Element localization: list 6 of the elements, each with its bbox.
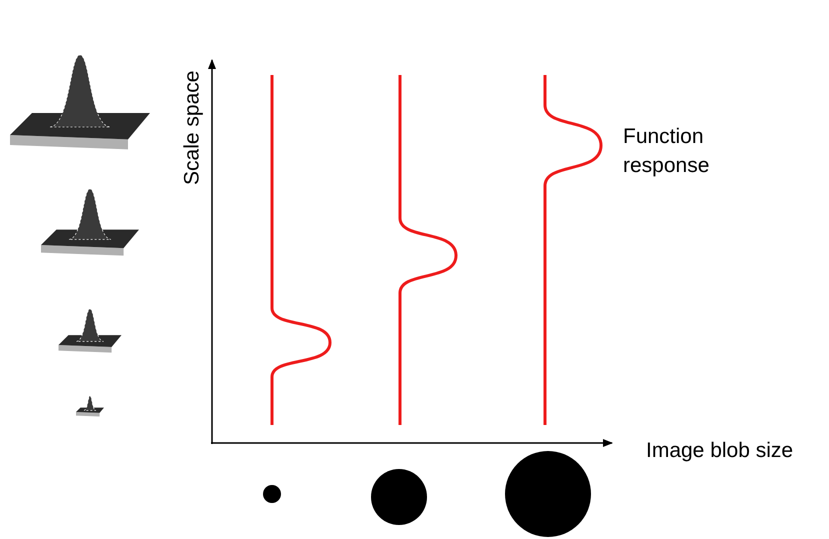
blob-circle — [505, 451, 591, 537]
blob-circle — [371, 469, 427, 525]
curve-label: Function response — [623, 124, 710, 179]
blob-circle — [263, 485, 281, 503]
axis-label: Image blob size — [646, 438, 794, 464]
axis-label: Scale space — [179, 70, 204, 186]
